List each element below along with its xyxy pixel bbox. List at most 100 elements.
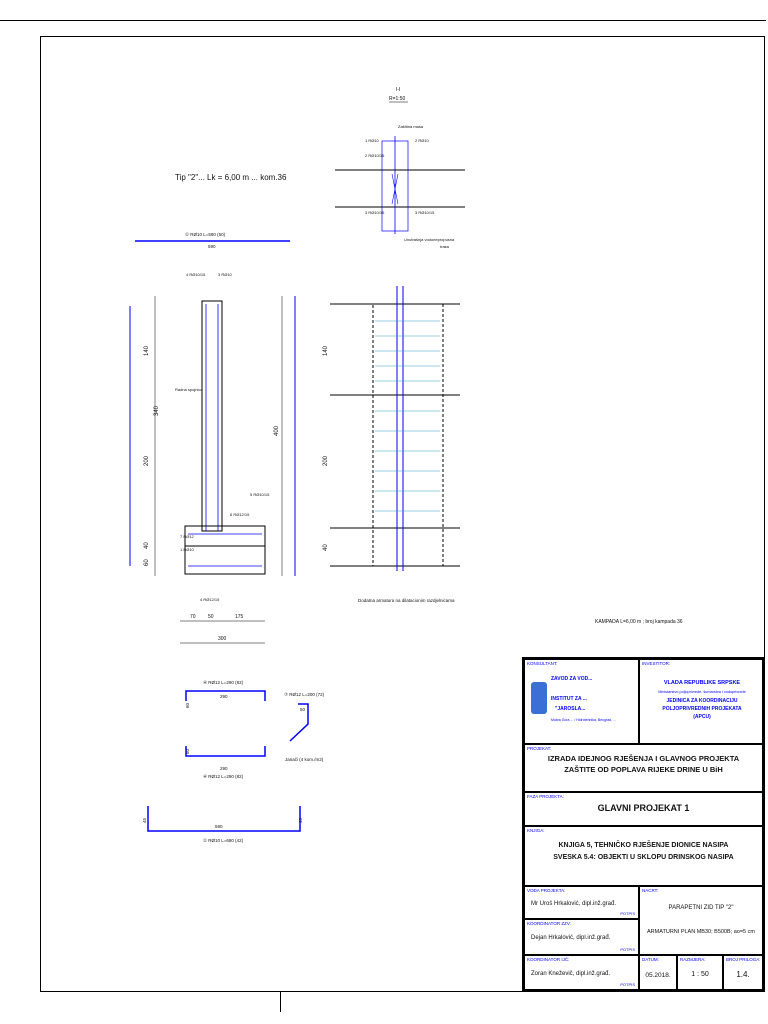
section-label-1: 1 RØ10 [365,138,380,143]
dim-45-left: 45 [142,817,147,823]
koordinator2-potpis: POTPIS [620,982,635,987]
investitor-2: Ministarstvo poljoprivrede, šumarstva i … [658,690,746,694]
dim-175: 175 [235,614,244,620]
bottom-divider [280,992,281,1012]
dim-300: 300 [218,636,227,642]
knjiga-cell: KNJIGA: KNJIGA 5, TEHNIČKO RJEŠENJE DION… [524,826,763,886]
dim-290-a: 290 [220,694,228,699]
konsultant-name1: ZAVOD ZA VOD... [551,676,593,682]
label-kampada: KAMPADA L=6,00 m ; broj kampada 36 [595,619,683,625]
label-traka: traka [440,244,450,249]
section-label-3: 3 RØ10/15 [365,210,385,215]
prilog: 1.4. [736,970,750,979]
dim-70: 70 [190,614,196,620]
tip-title: Tip "2"... Lk = 6,00 m ... kom.36 [175,173,287,182]
vodja: Mr Uroš Hrkalović, dipl.inž.građ. [531,901,617,907]
prilog-label: BROJ PRILOGA: [726,957,761,962]
koordinator: Dejan Hrkalović, dipl.inž.građ. [531,935,611,941]
datum: 05.2018. [645,972,671,979]
vodja-potpis: POTPIS [620,911,635,916]
dim-140-mid: 140 [323,345,329,356]
koordinator2-label: KOORDINATOR IJČ: [527,957,570,962]
label-zastitna-masa: Zaštitna masa [398,124,424,129]
label-radna-spojnica: Radna spojnica [175,387,203,392]
faza-cell: FAZA PROJEKTA: GLAVNI PROJEKAT 1 [524,792,763,826]
prilog-cell: BROJ PRILOGA: 1.4. [723,955,763,990]
nacrt-1: PARAPETNI ZID TIP "2" [668,905,734,911]
bar-shape-b: ④ RØ12 L=290 (82) [203,774,244,779]
section-title: I-I [396,87,400,93]
sheet-outer-frame [0,20,766,1013]
knjiga-1: KNJIGA 5, TEHNIČKO RJEŠENJE DIONICE NASI… [558,842,729,849]
konsultant-cell: KONSULTANT: ZAVOD ZA VOD... INSTITUT ZA … [524,659,639,744]
label-dodatna: Dodatna armatura na dilatacionim razdjel… [358,598,455,603]
koordinator2-cell: KOORDINATOR IJČ: Zoran Kneževič, dipl.in… [524,955,639,990]
koordinator-label: KOORDINATOR ZZV: [527,921,571,926]
rebar-mark-4: 6 RØ12/15 [230,512,250,517]
faza-label: FAZA PROJEKTA: [527,794,564,799]
section-label-2: 2 RØ10/15 [365,153,385,158]
koordinator-potpis: POTPIS [620,947,635,952]
rebar-mark-2: 3 RØ10 [218,272,233,277]
faza: GLAVNI PROJEKAT 1 [597,803,690,813]
razmjera-label: RAZMJERA: [680,957,706,962]
razmjera-cell: RAZMJERA: 1 : 50 [677,955,723,990]
vodja-label: VOĐA PROJEKTA: [527,888,566,893]
knjiga-label: KNJIGA: [527,828,545,833]
nacrt-label: NACRT: [642,888,659,893]
dim-40-mid: 40 [323,544,329,551]
razmjera: 1 : 50 [691,971,709,978]
projekat-1: IZRADA IDEJNOG RJEŠENJA I GLAVNOG PROJEK… [547,754,740,763]
konsultant-label: KONSULTANT: [527,661,558,666]
konsultant-logo-icon [531,682,547,714]
dim-400: 400 [274,425,280,436]
label-janaci: Janači (4 kom./m2) [285,757,324,762]
datum-cell: DATUM: 05.2018. [639,955,677,990]
rebar-mark-1: 4 RØ10/15 [186,272,206,277]
label-unutrasnja: Unutrašnja vodonepropusna [404,237,455,242]
konsultant-sub: Mokra Gora ... / Hidrotehnika, Beograd, … [551,718,616,722]
rebar-mark-6: 1 RØ10 [180,547,195,552]
investitor-5: (APCU) [693,714,711,720]
investitor-cell: INVESTITOR: VLADA REPUBLIKE SRPSKE Minis… [639,659,763,744]
rebar-mark-5: 7 RØ12 [180,534,195,539]
koordinator-cell: KOORDINATOR ZZV: Dejan Hrkalović, dipl.i… [524,919,639,955]
projekat-label: PROJEKAT: [527,746,552,751]
konsultant-name3: "JAROSLA... [555,706,586,712]
dim-50: 50 [208,614,214,620]
dim-140-left: 140 [144,345,150,356]
investitor-3: JEDINICA ZA KOORDINACIJU [666,698,738,704]
projekat-2: ZAŠTITE OD POPLAVA RIJEKE DRINE U BiH [564,765,723,774]
vodja-cell: VOĐA PROJEKTA: Mr Uroš Hrkalović, dipl.i… [524,886,639,919]
section-scale: R=1:50 [389,96,405,102]
datum-label: DATUM: [642,957,659,962]
konsultant-name2: INSTITUT ZA ... [551,696,587,702]
nacrt-2: ARMATURNI PLAN MB30; B500B; ao=5 cm [647,929,755,935]
section-label-4: 3 RØ10/15 [415,210,435,215]
dim-340: 340 [154,405,160,416]
bar-shape-d: ① RØ10 L=680 (42) [203,838,244,843]
investitor-4: POLJOPRIVREDNIH PROJEKATA [662,706,742,712]
reinforcement-drawing: Tip "2"... Lk = 6,00 m ... kom.36 ① RØ10… [129,87,683,843]
dim-590-d: 590 [215,824,223,829]
projekat-cell: PROJEKAT: IZRADA IDEJNOG RJEŠENJA I GLAV… [524,744,763,792]
investitor-label: INVESTITOR: [642,661,671,666]
bar-shape-c: ⑦ RØ12 L=200 (72) [284,692,325,697]
knjiga-2: SVESKA 5.4: OBJEKTI U SKLOPU DRINSKOG NA… [553,854,734,861]
rebar-mark-7: 4 RØ12/15 [200,597,220,602]
rebar-mark-3: 5 RØ10/15 [250,492,270,497]
koordinator2: Zoran Kneževič, dipl.inž.građ. [531,971,611,977]
dim-45-right: 45 [298,817,303,823]
sheet-inner-frame [40,36,765,992]
bar-shape-a: ④ RØ12 L=290 (82) [203,680,244,685]
dim-50-c: 50 [300,707,306,712]
top-bar-label: ① RØ10 L=590 (50) [185,232,226,237]
dim-290-b: 290 [220,766,228,771]
dim-60-left: 60 [144,559,150,566]
section-label-5: 2 RØ10 [415,138,430,143]
title-block: KONSULTANT: ZAVOD ZA VOD... INSTITUT ZA … [522,657,765,992]
dim-200-mid: 200 [323,455,329,466]
investitor-1: VLADA REPUBLIKE SRPSKE [663,680,741,686]
dim-200-left: 200 [144,455,150,466]
nacrt-cell: NACRT: PARAPETNI ZID TIP "2" ARMATURNI P… [639,886,763,955]
